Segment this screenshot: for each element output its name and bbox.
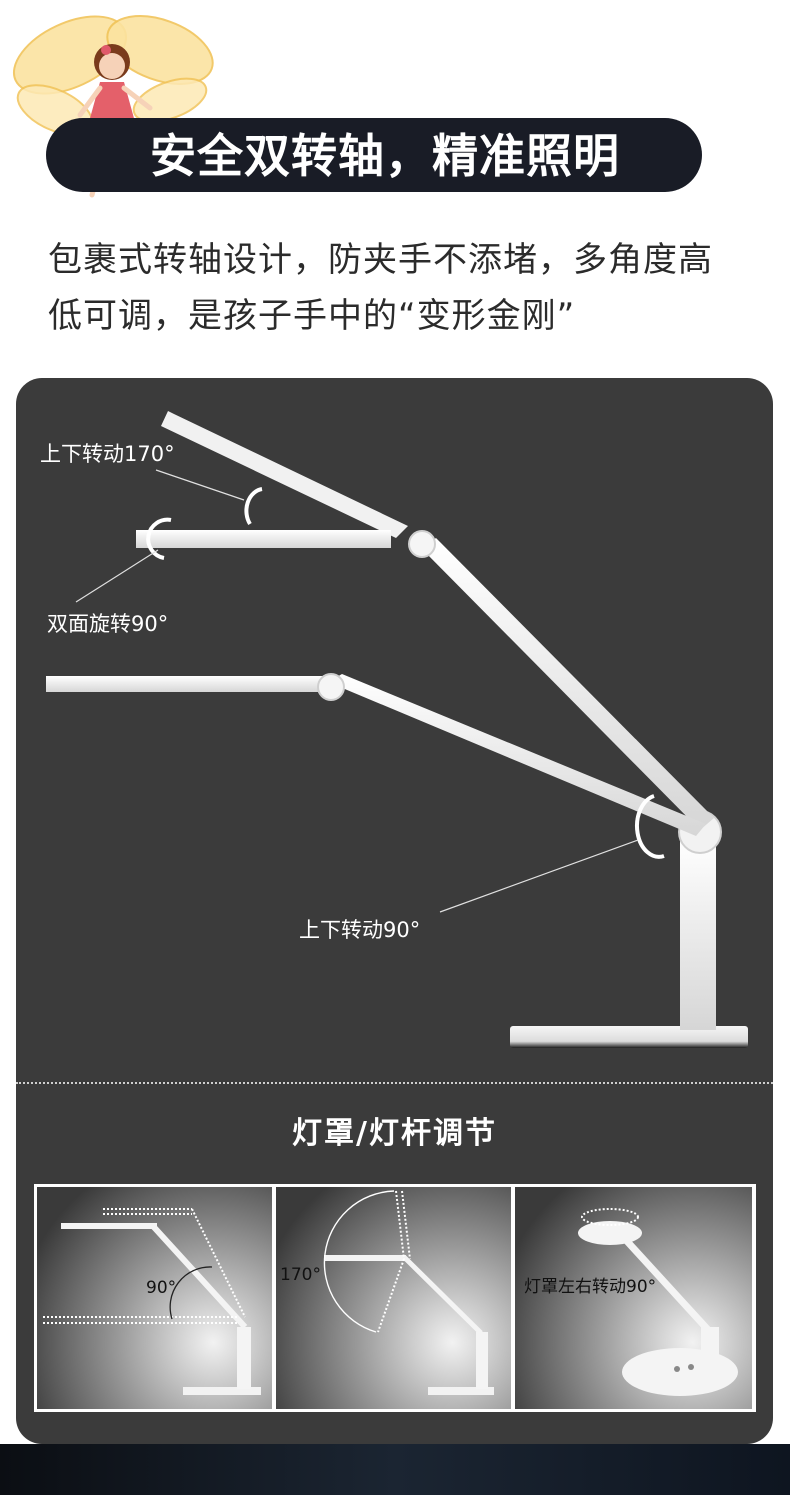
arc-dual [146, 517, 172, 560]
bottom-dark-strip [0, 1444, 790, 1495]
label-top-rotation: 上下转动170° [40, 442, 175, 466]
low-arm [328, 674, 706, 836]
title-banner [46, 118, 702, 192]
label-dual-rotation: 双面旋转90° [47, 612, 169, 636]
tile-1-label: 90° [146, 1278, 177, 1298]
arc-170 [244, 487, 263, 526]
lamp-base [510, 1026, 748, 1048]
lamp-pole [680, 838, 716, 1030]
tile-2-label: 170° [280, 1265, 321, 1285]
lamp-diagram [46, 411, 748, 1048]
intro-line-1: 包裹式转轴设计，防夹手不添堵，多角度高 [48, 240, 713, 280]
adjust-tiles: 90° 170° [34, 1184, 756, 1412]
lamp-diagram-panel: 上下转动170° 双面旋转90° 上下转动90° 灯罩/灯杆调节 90° [16, 378, 773, 1444]
tile-arm-adjust: 170° [276, 1187, 511, 1409]
intro-line-2: 低可调，是孩子手中的“变形金刚” [48, 296, 576, 336]
tile-head-adjust: 90° [37, 1187, 272, 1409]
upper-joint [408, 530, 436, 558]
arc-90 [634, 794, 665, 859]
intro-text: 包裹式转轴设计，防夹手不添堵，多角度高 低可调，是孩子手中的“变形金刚” [48, 232, 758, 344]
dotted-divider [16, 1082, 773, 1084]
adjust-section-title: 灯罩/灯杆调节 [292, 1116, 497, 1151]
raised-arm [421, 538, 714, 830]
raised-head-tilted [161, 411, 408, 538]
label-bottom-rotation: 上下转动90° [299, 918, 421, 942]
tile-head-swivel: 灯罩左右转动90° [515, 1187, 752, 1409]
low-head [46, 676, 328, 692]
raised-head-flat [136, 530, 391, 548]
page-title: 安全双转轴，精准照明 [150, 129, 620, 183]
low-joint [317, 673, 345, 701]
tile-3-label: 灯罩左右转动90° [524, 1277, 657, 1297]
